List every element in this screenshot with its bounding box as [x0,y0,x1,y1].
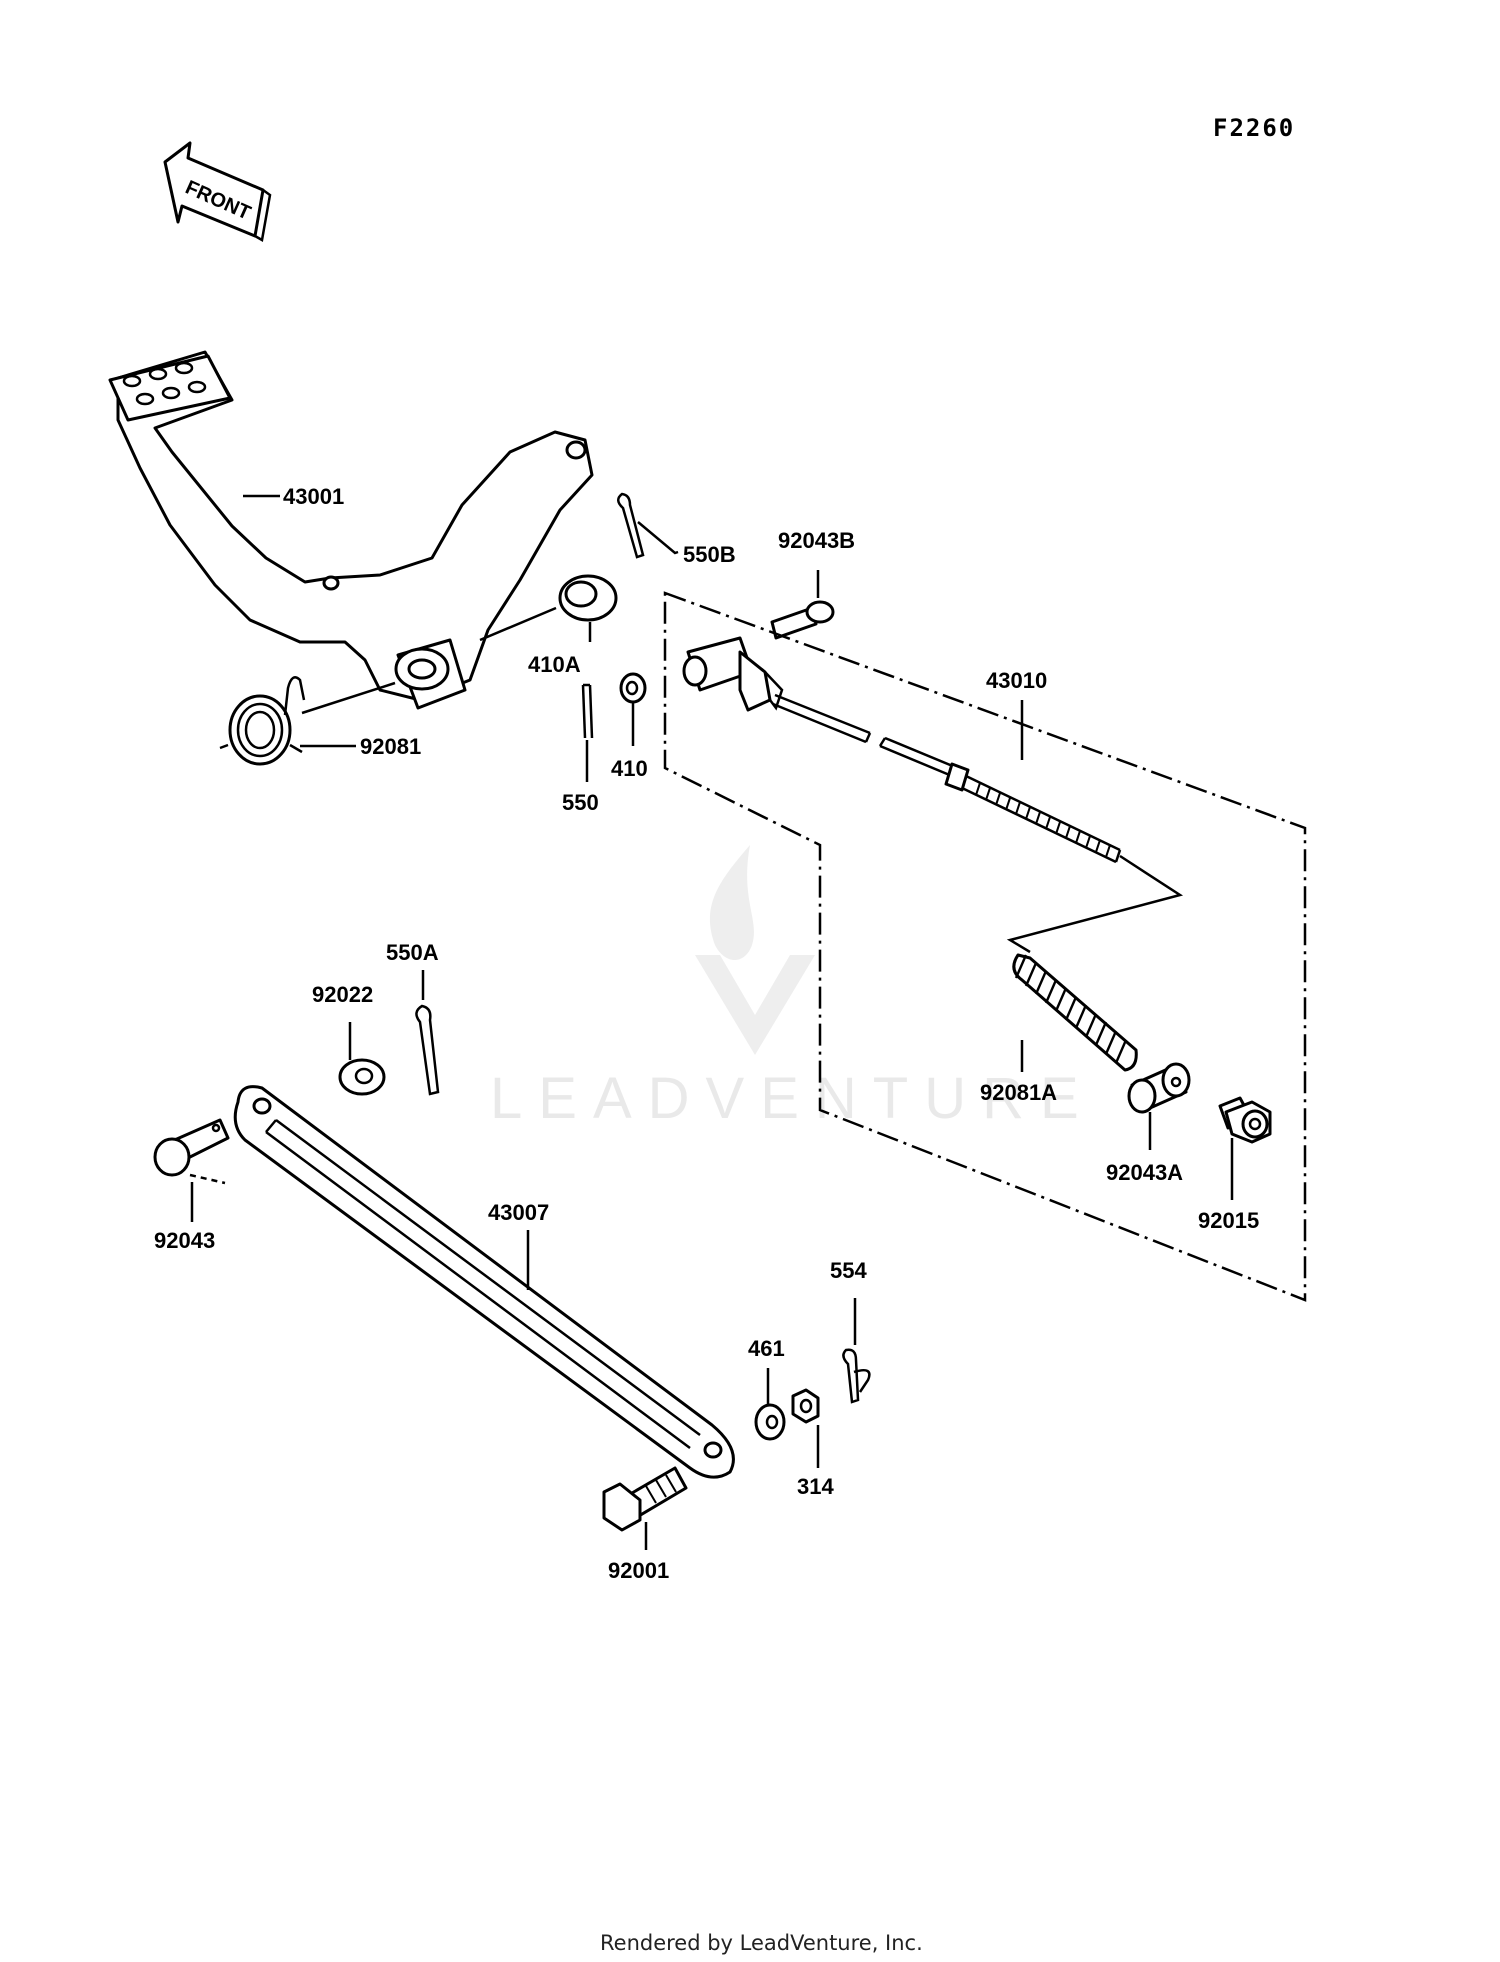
label-550B: 550B [683,542,736,567]
return-spring [219,676,306,766]
collar-92043A [1127,1062,1191,1114]
rod-thread [975,782,1111,858]
footpeg-teeth [122,361,207,406]
washer-92022 [338,1058,386,1096]
label-550A: 550A [386,940,439,965]
label-92081: 92081 [360,734,421,759]
brake-link-rod-43007 [233,1085,735,1479]
brake-pedal [108,350,594,710]
cotter-pin-550A [415,1004,440,1096]
watermark: LEADVENTURE [490,845,1095,1131]
clevis-pin-92043B [770,600,835,640]
front-arrow-icon: FRONT [163,141,272,242]
washer-410 [619,672,647,704]
nut-314 [791,1388,820,1424]
spring-92081A [1012,953,1138,1072]
label-92081A: 92081A [980,1080,1057,1105]
label-43007: 43007 [488,1200,549,1225]
label-550: 550 [562,790,599,815]
diagram-code: F2260 [1213,114,1295,142]
watermark-logo [695,845,815,1055]
washer-461 [754,1403,786,1441]
label-92015: 92015 [1198,1208,1259,1233]
label-92001: 92001 [608,1558,669,1583]
brake-rod-43010 [682,636,1122,864]
label-92043: 92043 [154,1228,215,1253]
label-43001: 43001 [283,484,344,509]
cotter-pin-550B [617,492,645,559]
label-92022: 92022 [312,982,373,1007]
adjusting-nut-92015 [1218,1096,1272,1144]
pivot-boss [394,638,467,710]
pin-550 [581,683,594,739]
watermark-text: LEADVENTURE [490,1066,1095,1131]
label-92043B: 92043B [778,528,855,553]
label-410A: 410A [528,652,581,677]
bolt-92001 [602,1466,688,1532]
label-92043A: 92043A [1106,1160,1183,1185]
footer-credit: Rendered by LeadVenture, Inc. [600,1931,923,1955]
label-410: 410 [611,756,648,781]
label-314: 314 [797,1474,834,1499]
clevis-pin-92043 [153,1118,230,1185]
label-43010: 43010 [986,668,1047,693]
r-clip-554 [842,1348,871,1404]
washer-410A [558,574,618,622]
assembly-guide-lines [663,591,1307,1302]
label-554: 554 [830,1258,867,1283]
label-461: 461 [748,1336,785,1361]
